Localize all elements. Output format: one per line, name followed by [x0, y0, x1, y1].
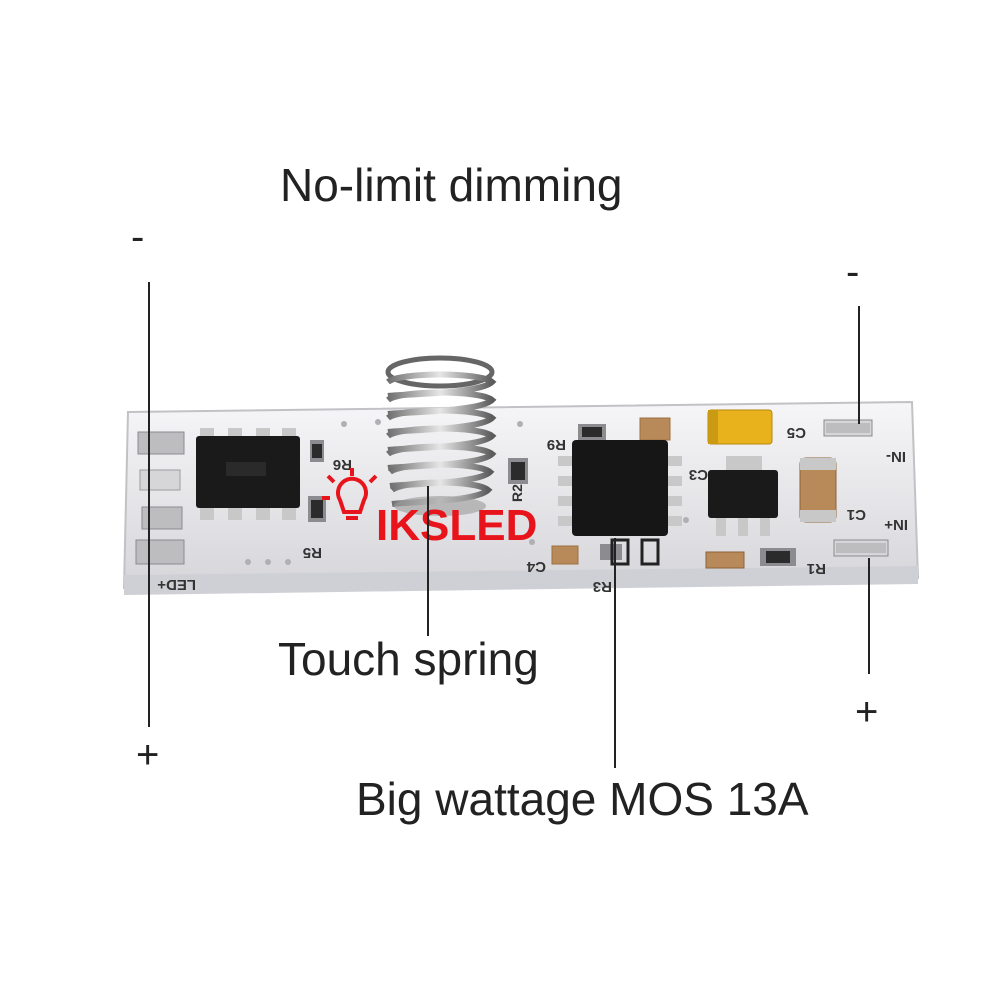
mos-label: Big wattage MOS 13A: [356, 773, 809, 825]
brand-watermark: IKSLED: [322, 468, 537, 550]
silk-r5: R5: [303, 544, 322, 561]
silkscreen-labels: R6 R5 R9 R2 C4 R3 C3 C5 C1 R1 IN- IN+ LE…: [157, 424, 908, 595]
silk-in-plus: IN+: [884, 516, 908, 533]
smd-components-middle: [508, 417, 671, 565]
ceramic-capacitor: [799, 457, 837, 523]
right-minus-leader-line: [858, 306, 860, 424]
brand-text: IKSLED: [376, 501, 537, 550]
tantalum-capacitor: [707, 409, 773, 445]
right-minus-sign: -: [846, 250, 860, 294]
smd-components-right: [705, 548, 796, 569]
silk-led-plus: LED+: [157, 576, 196, 593]
touch-spring-label: Touch spring: [278, 633, 539, 685]
silk-c5: C5: [787, 424, 806, 441]
silk-r6: R6: [333, 456, 352, 473]
silk-r3: R3: [593, 578, 612, 595]
silk-r1: R1: [807, 560, 826, 577]
title-label: No-limit dimming: [280, 159, 623, 211]
silk-c4: C4: [526, 558, 546, 575]
smd-resistors-left: [308, 440, 326, 522]
control-ic-chip: [196, 428, 300, 520]
silk-c3: C3: [689, 466, 708, 483]
left-plus-sign: +: [136, 733, 160, 777]
spring-leader-line: [427, 486, 429, 636]
right-plus-sign: +: [855, 690, 879, 734]
mosfet-chip: [558, 440, 682, 566]
silk-c1: C1: [847, 506, 866, 523]
board-vias: [245, 419, 689, 565]
mos-leader-line: [614, 538, 616, 768]
voltage-regulator: [708, 456, 778, 536]
touch-spring: [385, 355, 497, 516]
right-solder-pads: [823, 419, 889, 557]
right-plus-leader-line: [868, 558, 870, 674]
silk-r2: R2: [509, 484, 525, 502]
left-leader-line: [148, 282, 150, 727]
silk-r9: R9: [547, 436, 566, 453]
silk-in-minus: IN-: [886, 448, 906, 465]
left-minus-sign: -: [131, 215, 145, 259]
lamp-icon: [322, 468, 378, 520]
